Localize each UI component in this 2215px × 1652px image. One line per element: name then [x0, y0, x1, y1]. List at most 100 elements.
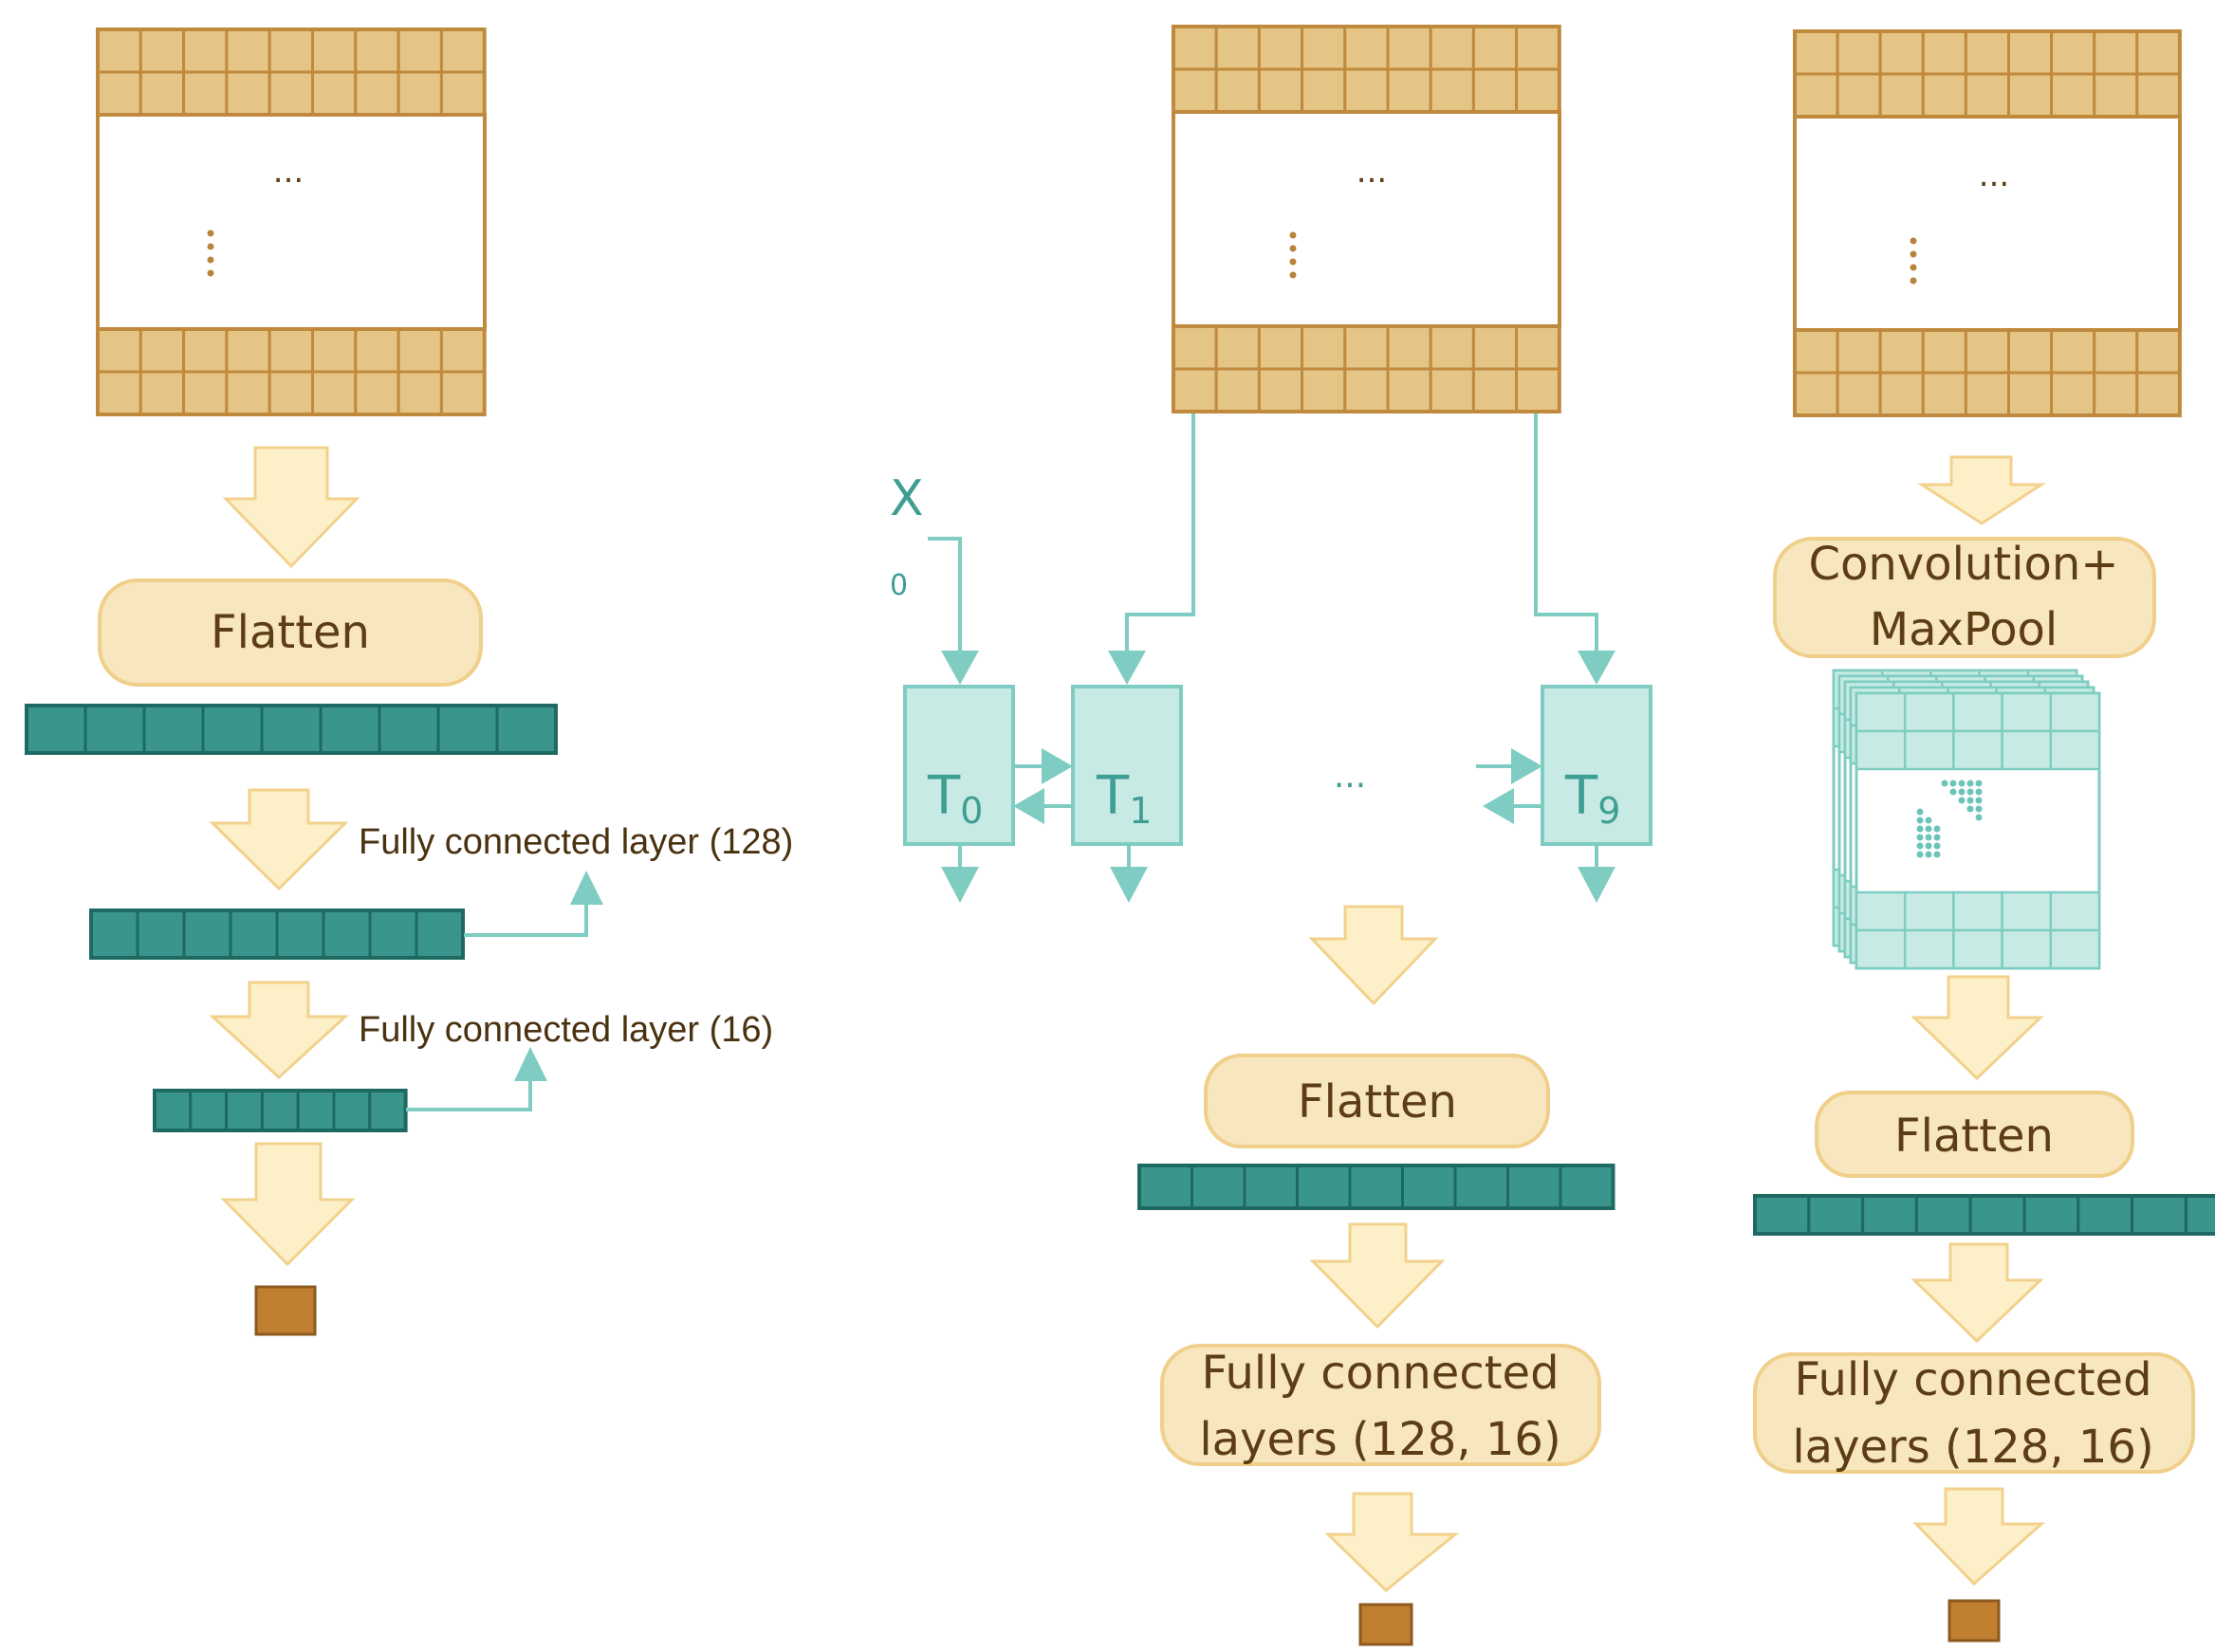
vector-cell: [229, 909, 279, 960]
input-cell: [1386, 324, 1432, 371]
input-cell: [397, 28, 443, 74]
ellipsis-dot: [1916, 808, 1924, 816]
input-cell: [1878, 29, 1925, 76]
x0-input-arrowhead: [941, 651, 979, 685]
input-cell: [2050, 72, 2096, 119]
right-arrow-3: [1910, 1242, 2044, 1344]
ellipsis-dot: [1941, 780, 1948, 787]
input-cell: [1429, 367, 1475, 413]
input-cell: [2007, 371, 2054, 417]
input-cell: [1343, 324, 1390, 371]
input-cell: [1343, 367, 1390, 413]
right-architecture: ... Convolution+ MaxPool Flatten Fully c…: [1753, 29, 2215, 1643]
input-cell: [1793, 29, 1839, 76]
left-output: [254, 1285, 317, 1336]
left-arrow-1: [222, 446, 360, 569]
input-cell: [1921, 29, 1967, 76]
right-ellipsis-horizontal: ...: [1979, 156, 2009, 194]
ellipsis-dot: [1933, 842, 1941, 850]
ellipsis-dot: [1925, 825, 1932, 833]
input-cell: [1515, 25, 1561, 71]
input-cell: [1301, 367, 1347, 413]
input-cell: [1471, 324, 1519, 371]
input-cell: [1515, 67, 1561, 114]
left-input-matrix: ...: [96, 28, 487, 416]
vector-cell: [495, 704, 558, 755]
feature-cell: [1903, 691, 1955, 733]
right-feature-map-stack: [1832, 669, 2101, 970]
input-cell: [1836, 328, 1882, 375]
ellipsis-dot: [1975, 780, 1983, 787]
right-ellipsis-vertical: [1910, 237, 1917, 285]
feature-cell: [2001, 729, 2053, 771]
vector-cell: [1861, 1194, 1918, 1236]
vector-cell: [189, 1089, 229, 1132]
vector-cell: [25, 704, 87, 755]
middle-arrow-3: [1324, 1492, 1460, 1593]
feature-map-ellipsis: [1916, 780, 1983, 858]
vector-cell: [368, 1089, 408, 1132]
ellipsis-dot: [1958, 788, 1966, 796]
vector-cell: [201, 704, 264, 755]
t1-label: T1: [1096, 765, 1152, 832]
input-cell: [1471, 367, 1519, 413]
ellipsis-dot: [1966, 797, 1974, 804]
input-cell: [1214, 67, 1261, 114]
input-cell: [1878, 72, 1925, 119]
left-input-grid-bottom: [96, 327, 487, 416]
input-cell: [2007, 29, 2054, 76]
ellipsis-dot: [1966, 788, 1974, 796]
input-cell: [1878, 328, 1925, 375]
feature-cell: [1903, 890, 1955, 932]
input-cell: [354, 28, 400, 74]
input-cell: [439, 370, 487, 416]
input-cell: [2093, 371, 2139, 417]
ellipsis-dot: [1925, 842, 1932, 850]
vector-cell: [322, 909, 372, 960]
middle-fc-box: [1160, 1344, 1601, 1466]
matrix-to-t1-line: [1125, 413, 1195, 656]
input-cell: [182, 370, 229, 416]
input-cell: [2050, 328, 2096, 375]
left-fc2-vector: [153, 1089, 408, 1132]
left-fc2-label: Fully connected layer (16): [359, 1010, 773, 1050]
input-cell: [96, 370, 142, 416]
input-cell: [1386, 25, 1432, 71]
input-cell: [1836, 72, 1882, 119]
ellipsis-dot: [1933, 825, 1941, 833]
input-cell: [1301, 67, 1347, 114]
middle-arrow-1: [1308, 905, 1439, 1006]
ellipsis-dot: [1916, 834, 1924, 841]
input-cell: [311, 70, 358, 117]
input-cell: [1515, 324, 1561, 371]
vector-cell: [1243, 1164, 1299, 1210]
input-cell: [1964, 29, 2010, 76]
input-cell: [1964, 371, 2010, 417]
x-label: X: [890, 470, 924, 527]
input-cell: [2007, 328, 2054, 375]
feature-cell: [1903, 729, 1955, 771]
ellipsis-dot: [1925, 851, 1932, 858]
ellipsis-dot: [1933, 851, 1941, 858]
vector-cell: [1559, 1164, 1615, 1210]
middle-input-grid-bottom: [1172, 324, 1561, 413]
matrix-to-t9-line: [1534, 413, 1598, 656]
input-cell: [268, 70, 315, 117]
input-cell: [1793, 371, 1839, 417]
input-cell: [182, 327, 229, 374]
ellipsis-dot: [1916, 851, 1924, 858]
input-cell: [2135, 328, 2182, 375]
input-cell: [1793, 72, 1839, 119]
right-conv-box: [1773, 537, 2156, 658]
vector-cell: [1453, 1164, 1509, 1210]
right-fc-line1: Fully connected: [1794, 1353, 2151, 1406]
left-arrow-4: [220, 1142, 356, 1267]
vector-cell: [275, 909, 325, 960]
input-cell: [1343, 67, 1390, 114]
vector-cell: [182, 909, 232, 960]
vector-cell-outline: [25, 704, 558, 755]
right-flatten-box: [1815, 1091, 2134, 1178]
t1-box: [1071, 685, 1183, 846]
input-cell: [1343, 25, 1390, 71]
